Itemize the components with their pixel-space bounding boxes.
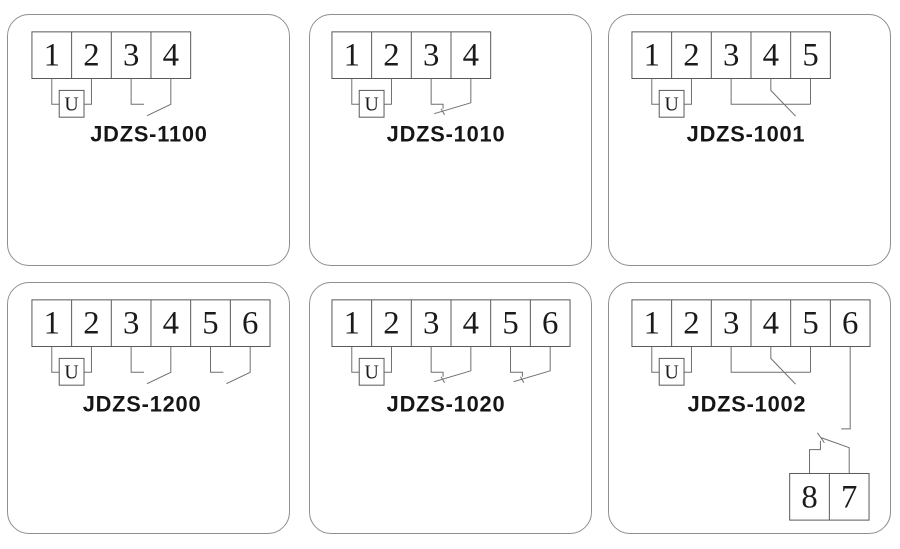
contact-symbol-aux-changeover [809, 432, 850, 474]
terminal-number: 6 [842, 306, 858, 342]
terminal-number: 2 [683, 306, 699, 342]
terminal-number: 1 [344, 306, 360, 342]
u-coil-wires [51, 78, 92, 105]
terminal-number: 4 [163, 306, 179, 342]
terminal-number: 5 [802, 306, 818, 342]
terminal-number: 5 [202, 306, 218, 342]
contact-symbol-changeover [730, 346, 812, 385]
contact-symbol-normally-closed [510, 346, 551, 383]
u-coil-box [58, 357, 85, 386]
u-coil-label: U [364, 361, 378, 383]
contact-symbol-changeover [730, 78, 812, 117]
terminal-number: 3 [723, 38, 739, 74]
terminal-number: 2 [83, 38, 99, 74]
model-label: JDZS-1002 [688, 392, 807, 417]
terminal-number: 2 [383, 306, 399, 342]
terminal-number: 2 [83, 306, 99, 342]
terminal-number: 3 [123, 306, 139, 342]
u-coil-label: U [664, 361, 678, 383]
u-coil-box [58, 89, 85, 118]
terminal-number: 1 [344, 38, 360, 74]
terminal-number: 2 [383, 38, 399, 74]
model-label: JDZS-1200 [83, 392, 202, 417]
terminal-number: 6 [542, 306, 558, 342]
terminal-number: 4 [163, 38, 179, 74]
terminal-number: 5 [802, 38, 818, 74]
contact-symbol-normally-closed [430, 346, 472, 383]
u-coil-wires [351, 78, 392, 105]
terminal-strip [631, 31, 831, 79]
model-label: JDZS-1100 [90, 122, 207, 147]
terminal-number: 3 [123, 38, 139, 74]
model-label: JDZS-1001 [687, 122, 806, 147]
terminal-number: 4 [463, 306, 479, 342]
u-coil-box [658, 89, 685, 118]
model-label: JDZS-1020 [387, 392, 506, 417]
terminal-number: 4 [763, 306, 779, 342]
u-coil-label: U [64, 361, 78, 383]
contact-symbol-normally-open [130, 346, 172, 385]
aux-terminal-number: 8 [801, 479, 817, 515]
u-coil-wires [51, 346, 92, 373]
contact-symbol-normally-open [130, 78, 172, 117]
terminal-number: 1 [644, 38, 660, 74]
u-coil-label: U [364, 93, 378, 115]
terminal-number: 5 [502, 306, 518, 342]
u-coil-box [358, 357, 385, 386]
wire-from-terminal-6 [841, 346, 851, 430]
u-coil-box [358, 89, 385, 118]
u-coil-wires [651, 346, 692, 373]
terminal-number: 1 [644, 306, 660, 342]
terminal-number: 4 [763, 38, 779, 74]
terminal-number: 1 [44, 38, 60, 74]
terminal-number: 2 [683, 38, 699, 74]
model-label: JDZS-1010 [387, 122, 506, 147]
terminal-number: 6 [242, 306, 258, 342]
contact-symbol-normally-closed [430, 78, 472, 115]
u-coil-label: U [64, 93, 78, 115]
u-coil-wires [651, 78, 692, 105]
terminal-number: 3 [423, 38, 439, 74]
terminal-number: 4 [463, 38, 479, 74]
u-coil-box [658, 357, 685, 386]
contact-symbol-normally-open [210, 346, 251, 385]
aux-terminal-number: 7 [841, 479, 857, 515]
terminal-number: 3 [423, 306, 439, 342]
terminal-number: 1 [44, 306, 60, 342]
u-coil-wires [351, 346, 392, 373]
u-coil-label: U [664, 93, 678, 115]
terminal-number: 3 [723, 306, 739, 342]
